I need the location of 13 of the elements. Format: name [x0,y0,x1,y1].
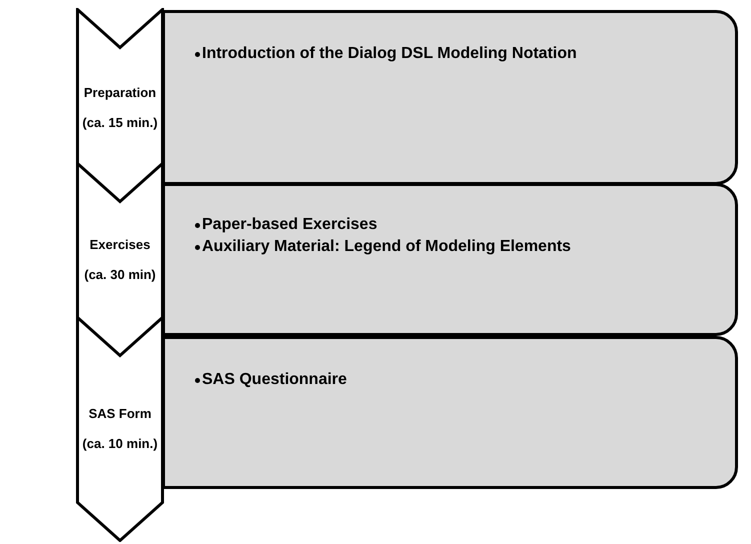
bullet-item: Introduction of the Dialog DSL Modeling Notation [202,45,577,63]
content-panel [162,183,738,336]
duration-label: (ca. 10 min.) [81,436,159,451]
duration-label: (ca. 15 min.) [81,115,159,130]
content-panel [162,10,738,185]
step-label: SAS Form [88,406,152,421]
bullet-item: SAS Questionnaire [202,371,347,389]
step-label: Preparation [82,85,158,100]
duration-label: (ca. 30 min) [83,267,157,282]
bullet-item: Auxiliary Material: Legend of Modeling Elements [202,238,571,256]
step-label: Exercises [88,237,152,252]
bullet-item: Paper-based Exercises [202,216,378,234]
content-panel [162,336,738,489]
